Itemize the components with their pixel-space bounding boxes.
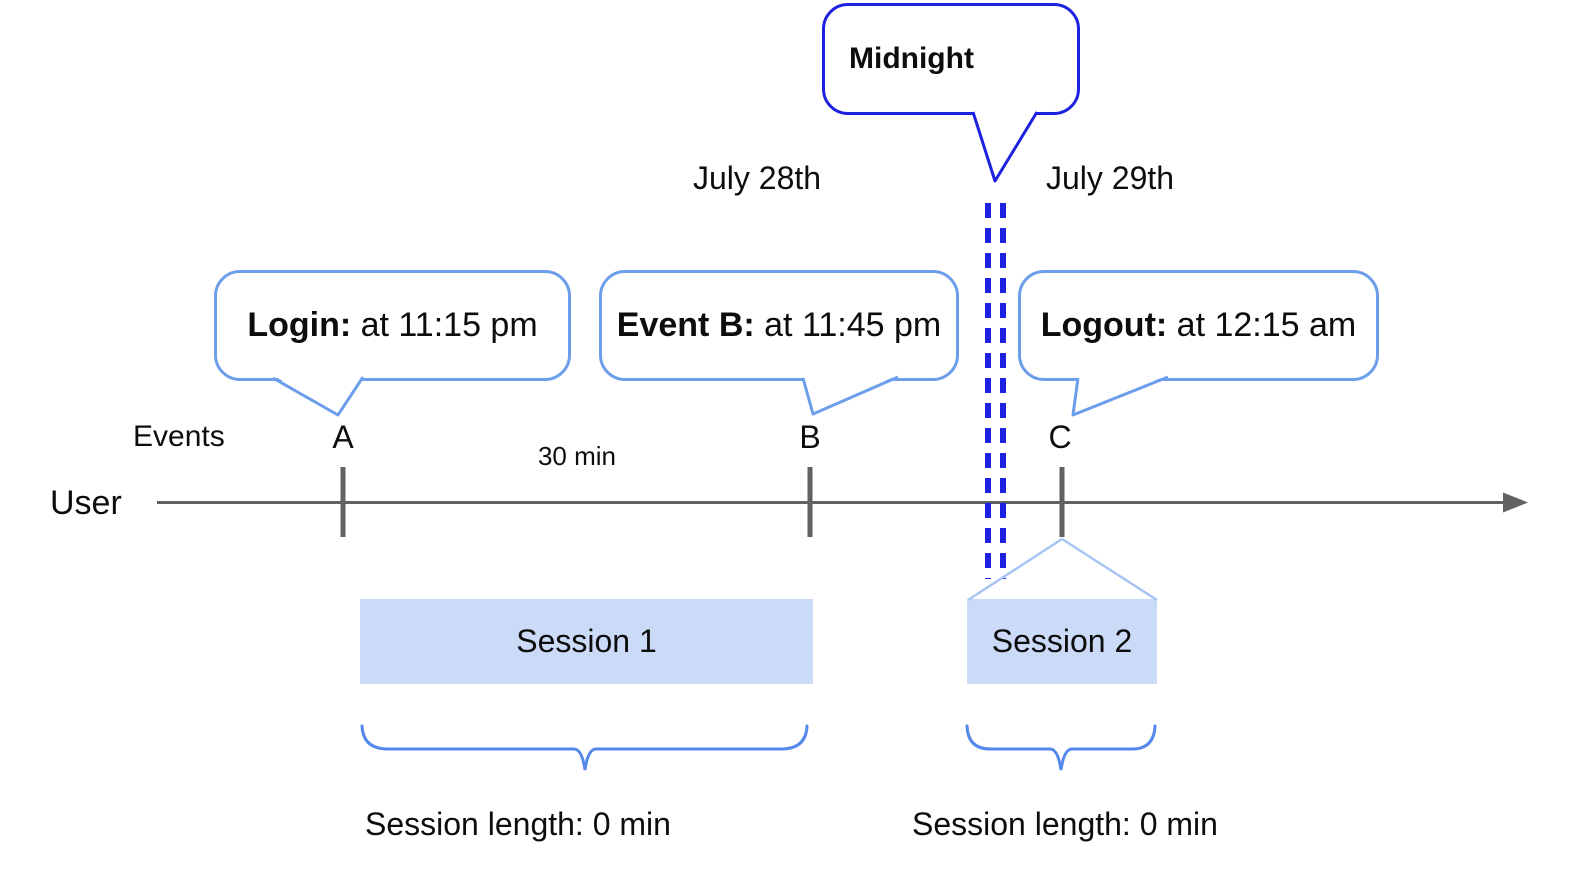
login-callout-tail: [273, 375, 363, 415]
date-label-july-28: July 28th: [693, 160, 822, 196]
midnight-callout-label: Midnight: [849, 42, 974, 75]
event-b-callout: Event B: at 11:45 pm: [599, 270, 959, 381]
logout-callout-time: at 12:15 am: [1167, 306, 1357, 344]
midnight-callout-tail-edge: [971, 111, 1039, 183]
logout-callout-tail-edge: [1071, 375, 1169, 417]
login-callout-title: Login:: [247, 306, 352, 344]
midnight-callout-tail: [973, 109, 1037, 181]
event-marker-c: C: [1048, 419, 1072, 455]
session-2-funnel-line-right: [1061, 537, 1158, 602]
logout-callout: Logout: at 12:15 am: [1018, 270, 1379, 381]
session-1-box: Session 1: [360, 599, 813, 684]
session-2-length-label: Session length: 0 min: [912, 806, 1218, 842]
event-b-callout-time: at 11:45 pm: [754, 306, 942, 344]
login-callout-time: at 11:15 pm: [351, 306, 538, 344]
session-1-length-label: Session length: 0 min: [365, 806, 671, 842]
logout-callout-title: Logout:: [1040, 306, 1168, 344]
session-1-brace: [360, 724, 809, 771]
date-label-july-29: July 29th: [1046, 160, 1175, 196]
user-axis-label: User: [50, 484, 122, 522]
midnight-callout: Midnight: [822, 3, 1080, 115]
session-2-label: Session 2: [991, 623, 1133, 659]
event-b-callout-title: Event B:: [616, 306, 755, 344]
session-2-brace: [965, 724, 1157, 771]
events-axis-label: Events: [133, 420, 225, 453]
event-marker-a: A: [332, 419, 354, 455]
timeline-arrowhead-icon: [1503, 492, 1528, 513]
session-1-label: Session 1: [516, 623, 657, 659]
session-2-funnel-line-left: [967, 537, 1063, 602]
event-b-callout-tail-edge: [801, 375, 899, 416]
login-callout-tail-edge: [272, 376, 365, 417]
interval-label-30-min: 30 min: [537, 441, 617, 471]
logout-callout-tail: [1073, 375, 1168, 415]
session-2-box: Session 2: [967, 599, 1157, 684]
login-callout: Login: at 11:15 pm: [214, 270, 571, 381]
event-marker-b: B: [799, 419, 821, 455]
